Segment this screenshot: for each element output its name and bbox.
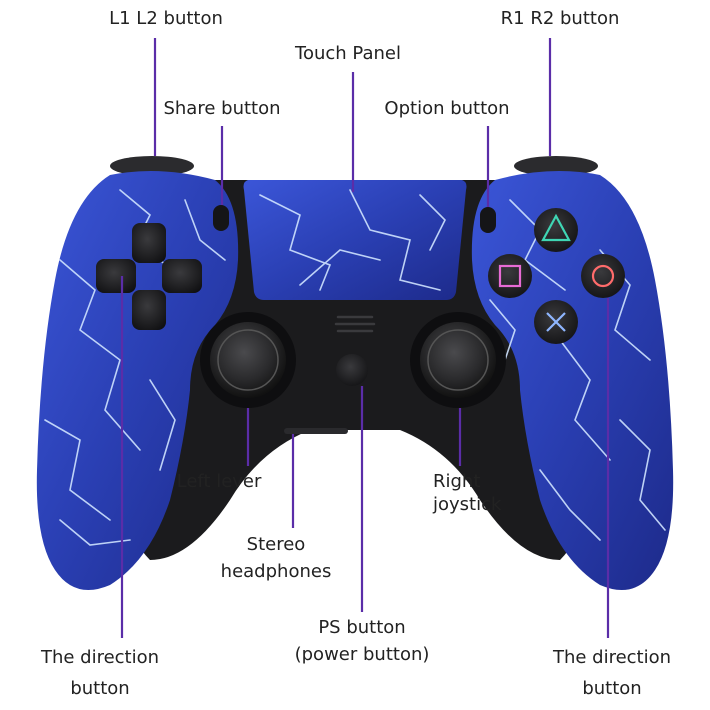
circle-button-icon: [591, 264, 615, 288]
l1-bumper[interactable]: [110, 156, 194, 176]
option-button[interactable]: [480, 207, 496, 233]
d-pad-down[interactable]: [132, 290, 166, 330]
label-touch-panel: Touch Panel: [295, 43, 401, 64]
square-button[interactable]: [488, 254, 532, 298]
label-option-button: Option button: [384, 98, 510, 119]
ps-button[interactable]: [336, 354, 368, 386]
r1-bumper[interactable]: [514, 156, 598, 176]
label-stereo-line2: headphones: [220, 561, 332, 582]
d-pad-right[interactable]: [162, 259, 202, 293]
touch-panel[interactable]: [243, 180, 467, 300]
speaker-grill: [334, 315, 376, 333]
share-button[interactable]: [213, 205, 229, 231]
label-right-joystick-line1: Right: [433, 471, 481, 492]
left-analog-stick[interactable]: [200, 312, 296, 408]
face-buttons: [488, 208, 625, 344]
label-direction-right-line2: button: [582, 678, 642, 699]
label-share-button: Share button: [163, 98, 281, 119]
d-pad-left[interactable]: [96, 259, 136, 293]
label-ps-button-line1: PS button: [318, 617, 406, 638]
label-direction-left-line2: button: [70, 678, 130, 699]
label-direction-right-line1: The direction: [552, 647, 672, 668]
label-r1-r2-button: R1 R2 button: [500, 8, 620, 29]
cross-button-icon: [546, 312, 566, 332]
right-analog-stick[interactable]: [410, 312, 506, 408]
label-ps-button-line2: (power button): [294, 644, 430, 665]
circle-button[interactable]: [581, 254, 625, 298]
headphone-jack: [284, 428, 348, 434]
d-pad[interactable]: [96, 223, 202, 330]
leader-lines: [120, 38, 610, 638]
square-button-icon: [498, 264, 522, 288]
label-l1-l2-button: L1 L2 button: [109, 8, 223, 29]
label-left-lever: Left lever: [176, 471, 262, 492]
d-pad-up[interactable]: [132, 223, 166, 263]
label-direction-left-line1: The direction: [40, 647, 160, 668]
label-stereo-line1: Stereo: [246, 534, 306, 555]
label-right-joystick-line2: joystick: [433, 494, 502, 515]
triangle-button-icon: [541, 213, 571, 242]
